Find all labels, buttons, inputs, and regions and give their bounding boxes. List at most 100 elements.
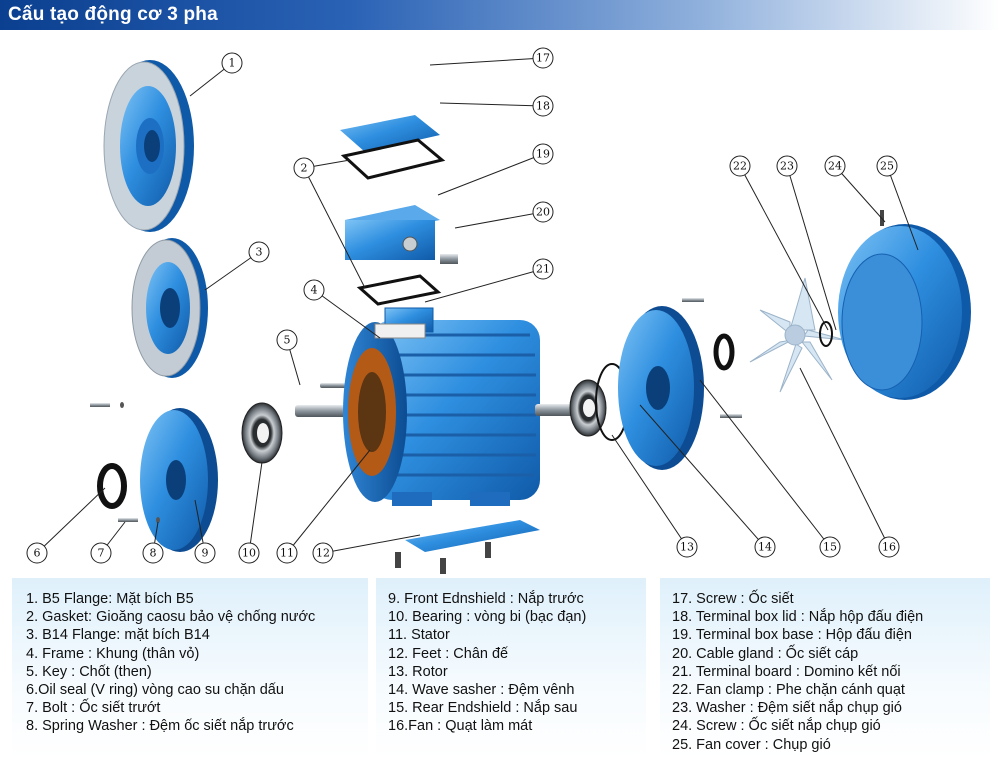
leader-line-2b xyxy=(303,167,366,289)
leader-line-22 xyxy=(739,165,829,331)
callout-number: 12 xyxy=(316,547,330,560)
leader-line-13 xyxy=(611,434,688,548)
callout-circle-3 xyxy=(248,241,270,263)
b5-flange xyxy=(103,60,194,232)
callout-circle-21 xyxy=(532,258,554,280)
legend-item: 13. Rotor xyxy=(388,663,448,680)
callout-number: 17 xyxy=(536,52,550,65)
callout-circle-10 xyxy=(238,542,260,564)
callout-circle-15 xyxy=(819,536,841,558)
callout-number: 23 xyxy=(780,160,794,173)
callout-circle-9 xyxy=(194,542,216,564)
legend-item: 19. Terminal box base : Hộp đấu điện xyxy=(672,627,912,644)
legend-item: 20. Cable gland : Ốc siết cáp xyxy=(672,645,859,662)
callout-circle-4 xyxy=(303,279,325,301)
leader-line-4 xyxy=(313,289,381,339)
front-bolts xyxy=(90,402,160,523)
callout-circle-18 xyxy=(532,95,554,117)
leader-line-15 xyxy=(699,379,831,548)
callout-circle-23 xyxy=(776,155,798,177)
callout-number: 2 xyxy=(301,162,308,175)
callout-number: 14 xyxy=(758,541,772,554)
motor-frame xyxy=(343,307,540,506)
legend-item: 11. Stator xyxy=(388,627,450,644)
callout-circle-25 xyxy=(876,155,898,177)
leader-line-14 xyxy=(639,404,766,548)
legend-item: 21. Terminal board : Domino kết nối xyxy=(672,663,901,680)
legend-panel-2: 9. Front Ednshield : Nắp trước 10. Bearin… xyxy=(376,578,646,758)
callout-number: 22 xyxy=(733,160,747,173)
fan-cover xyxy=(838,210,971,400)
legend-list-2: 9. Front Ednshield : Nắp trước 10. Bearin… xyxy=(388,590,586,736)
callout-number: 20 xyxy=(536,206,550,219)
callout-number: 19 xyxy=(536,148,550,161)
callout-circle-1 xyxy=(221,52,243,74)
callout-number: 16 xyxy=(882,541,896,554)
callout-circle-20 xyxy=(532,201,554,223)
oil-seal xyxy=(97,463,127,509)
legend-item: 10. Bearing : vòng bi (bạc đạn) xyxy=(388,609,587,626)
callout-number: 18 xyxy=(536,100,550,113)
callout-number: 25 xyxy=(880,160,894,173)
callout-circle-17 xyxy=(532,47,554,69)
motor-feet xyxy=(395,520,540,574)
callout-circle-11 xyxy=(276,542,298,564)
leader-line-6 xyxy=(36,487,106,554)
callout-number: 4 xyxy=(311,284,318,297)
legend-item: 6.Oil seal (V ring) vòng cao su chặn dấu xyxy=(26,682,284,699)
callout-number: 6 xyxy=(34,547,41,560)
callout-circle-16 xyxy=(878,536,900,558)
legend-item: 3. B14 Flange: mặt bích B14 xyxy=(26,627,210,644)
callout-number: 21 xyxy=(536,263,550,276)
exploded-motor-diagram: 1234567891011121314151617181920212223242… xyxy=(26,47,971,574)
legend-item: 23. Washer : Đệm siết nắp chụp gió xyxy=(672,700,902,717)
rear-seal xyxy=(713,333,735,371)
callout-circle-6 xyxy=(26,542,48,564)
callout-circle-8 xyxy=(142,542,164,564)
callout-number: 15 xyxy=(823,541,837,554)
callout-number: 24 xyxy=(828,160,842,173)
callout-number: 8 xyxy=(150,547,157,560)
legend-item: 18. Terminal box lid : Nắp hộp đấu điện xyxy=(672,609,924,626)
leader-line-20 xyxy=(454,211,544,229)
leader-line-25 xyxy=(886,165,919,251)
legend-item: 25. Fan cover : Chụp gió xyxy=(672,736,831,753)
legend-item: 8. Spring Washer : Đệm ốc siết nắp trước xyxy=(26,718,294,735)
terminal-box-group xyxy=(340,115,458,339)
legend-item: 22. Fan clamp : Phe chặn cánh quạt xyxy=(672,682,905,699)
callout-circle-2 xyxy=(293,157,315,179)
rotor-shaft xyxy=(535,404,575,416)
leader-line-3 xyxy=(204,251,260,291)
callout-circle-7 xyxy=(90,542,112,564)
legend-list-3: 17. Screw : Ốc siết 18. Terminal box lid … xyxy=(672,590,923,754)
leader-line-17 xyxy=(429,57,544,66)
leader-line-11 xyxy=(286,449,371,554)
callout-circle-22 xyxy=(729,155,751,177)
callout-circle-24 xyxy=(824,155,846,177)
legend-item: 9. Front Ednshield : Nắp trước xyxy=(388,591,584,607)
legend-item: 4. Frame : Khung (thân vỏ) xyxy=(26,645,200,662)
leader-line-16 xyxy=(799,367,890,548)
legend-item: 24. Screw : Ốc siết nắp chụp gió xyxy=(672,718,881,735)
callout-number: 13 xyxy=(680,541,694,554)
legend-item: 1. B5 Flange: Mặt bích B5 xyxy=(26,591,194,607)
leader-line-21 xyxy=(424,268,544,303)
leader-line-23 xyxy=(786,165,837,331)
callout-circle-14 xyxy=(754,536,776,558)
leader-line-18 xyxy=(439,102,544,107)
cooling-fan xyxy=(749,277,846,393)
page-title: Cấu tạo động cơ 3 pha xyxy=(8,4,218,25)
callout-number: 7 xyxy=(98,547,105,560)
leader-line-24 xyxy=(834,165,886,223)
legend-item: 17. Screw : Ốc siết xyxy=(672,591,794,607)
callout-number: 1 xyxy=(229,57,236,70)
callout-circle-5 xyxy=(276,329,298,351)
callout-number: 10 xyxy=(242,547,256,560)
callout-number: 5 xyxy=(284,334,291,347)
legend-item: 16.Fan : Quạt làm mát xyxy=(388,718,533,735)
front-endshield xyxy=(140,408,218,552)
leader-line-12 xyxy=(322,534,421,554)
title-bar: Cấu tạo động cơ 3 pha xyxy=(0,0,1000,30)
